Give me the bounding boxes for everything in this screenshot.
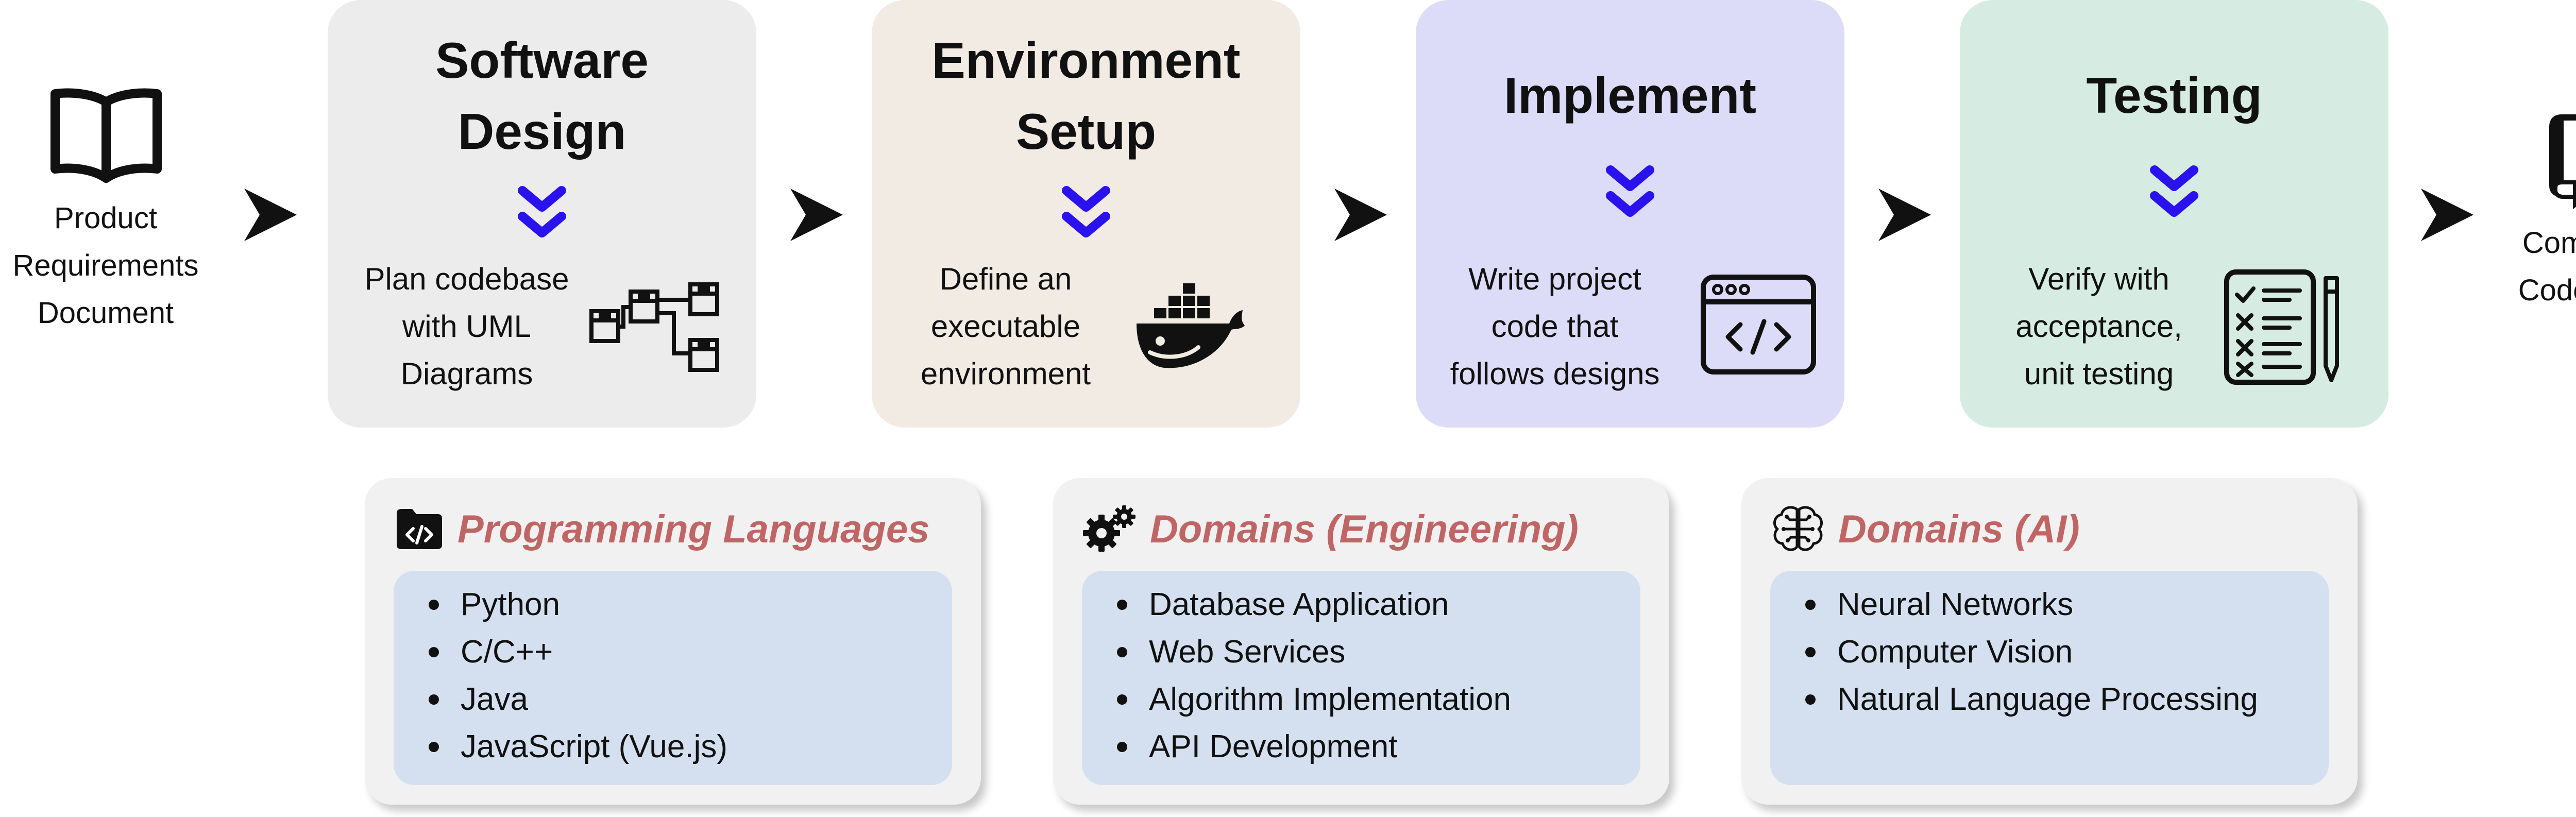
chevron-down-icon <box>1062 186 1110 237</box>
chevron-down-icon <box>2150 165 2198 217</box>
stage-description-line: Define an <box>939 262 1072 296</box>
panel-list: Python C/C++ Java JavaScript (Vue.js) <box>394 571 952 785</box>
docker-whale-icon <box>1137 283 1245 368</box>
chevron-down-icon <box>518 186 566 237</box>
flow-arrow <box>1332 186 1389 243</box>
panel-header: Domains (Engineering) <box>1083 501 1579 557</box>
input-label-line: Product <box>54 201 157 235</box>
stage-description-line: follows designs <box>1450 356 1660 391</box>
flow-arrow <box>2419 186 2476 243</box>
output-label-line: Codebase <box>2518 274 2576 307</box>
panel-domains-ai: Domains (AI) Neural Networks Computer Vi… <box>1741 478 2358 805</box>
list-item: Algorithm Implementation <box>1113 676 1511 723</box>
stage-software-design: Software Design Plan codebase with UML D… <box>328 0 756 428</box>
stage-description: Define an executable environment <box>903 256 1109 398</box>
list-item: Neural Networks <box>1801 581 2258 628</box>
stage-environment-setup: Environment Setup Define an executable e… <box>872 0 1300 428</box>
uml-diagram-icon <box>589 282 719 372</box>
code-window-icon <box>1701 275 1816 375</box>
open-book-icon <box>49 87 163 184</box>
gears-icon <box>1083 505 1136 552</box>
flow-arrow <box>1876 186 1933 243</box>
list-item: Database Application <box>1113 581 1511 628</box>
input-label-line: Document <box>37 296 174 330</box>
stage-title-line: Design <box>457 103 626 160</box>
stage-title-line: Testing <box>2086 67 2262 124</box>
stage-title-line: Software <box>435 32 649 89</box>
flow-arrow <box>788 186 845 243</box>
stage-description-line: acceptance, <box>2015 309 2182 344</box>
panel-title: Domains (AI) <box>1838 507 2080 551</box>
checklist-icon <box>2224 269 2339 385</box>
list-item: Computer Vision <box>1801 628 2258 676</box>
stage-description-line: Diagrams <box>400 356 533 391</box>
stage-description: Verify with acceptance, unit testing <box>1996 256 2202 398</box>
stage-description-line: environment <box>920 356 1091 391</box>
list-item: Web Services <box>1113 628 1511 676</box>
output-label: Complete Codebase <box>2494 219 2576 314</box>
stage-testing: Testing Verify with acceptance, unit tes… <box>1960 0 2388 428</box>
chevron-down-icon <box>1606 165 1654 217</box>
stage-title: Implement <box>1416 60 1844 131</box>
stage-description-line: code that <box>1491 309 1619 344</box>
input-label-line: Requirements <box>12 249 199 282</box>
panel-programming-languages: Programming Languages Python C/C++ Java … <box>365 478 981 805</box>
code-folder-icon <box>397 509 442 549</box>
stage-description: Write project code that follows designs <box>1436 256 1673 398</box>
stage-title-line: Implement <box>1503 67 1757 124</box>
stage-implement: Implement Write project code that follow… <box>1416 0 1844 428</box>
input-label: Product Requirements Document <box>0 195 222 337</box>
stage-title: Software Design <box>328 25 756 167</box>
flow-arrow <box>242 186 299 243</box>
list-item: C/C++ <box>425 628 727 676</box>
list-item: Natural Language Processing <box>1801 676 2258 723</box>
stage-description-line: executable <box>930 309 1081 344</box>
stage-title: Environment Setup <box>872 25 1300 167</box>
stage-title-line: Setup <box>1015 103 1157 160</box>
panel-header: Domains (AI) <box>1771 501 2080 557</box>
list-item: Python <box>425 581 727 628</box>
stage-description-line: Write project <box>1468 262 1641 296</box>
stage-title-line: Environment <box>931 32 1241 89</box>
panel-domains-engineering: Domains (Engineering) Database Applicati… <box>1053 478 1669 805</box>
panel-list: Neural Networks Computer Vision Natural … <box>1770 571 2329 785</box>
list-item: JavaScript (Vue.js) <box>425 723 727 771</box>
stage-description-line: unit testing <box>2024 356 2174 391</box>
list-item: API Development <box>1113 723 1511 771</box>
panel-title: Programming Languages <box>457 507 930 551</box>
bookmarked-book-icon <box>2543 110 2576 211</box>
output-label-line: Complete <box>2522 226 2576 260</box>
stage-title: Testing <box>1960 60 2388 131</box>
brain-circuit-icon <box>1773 506 1823 551</box>
list-item: Java <box>425 676 727 723</box>
panel-header: Programming Languages <box>395 501 929 557</box>
stage-description-line: Verify with <box>2028 262 2170 296</box>
stage-description-line: Plan codebase <box>364 262 569 296</box>
stage-description: Plan codebase with UML Diagrams <box>353 256 580 398</box>
panel-list: Database Application Web Services Algori… <box>1082 571 1640 785</box>
stage-description-line: with UML <box>402 309 532 344</box>
panel-title: Domains (Engineering) <box>1150 507 1579 551</box>
